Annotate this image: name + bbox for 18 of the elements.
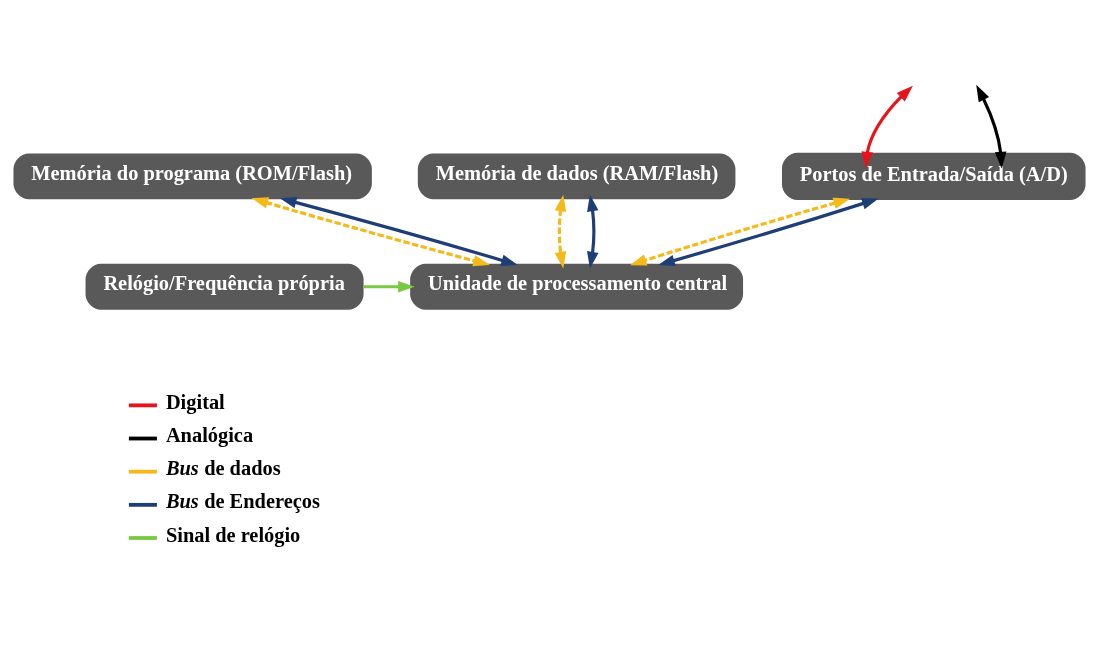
arrow xyxy=(658,197,879,266)
legend-label: Bus de Endereços xyxy=(165,489,320,512)
arrow xyxy=(279,196,518,266)
node-box: Memória de dados (RAM/Flash) xyxy=(417,152,736,199)
arrow xyxy=(629,197,851,266)
legend-label: Analógica xyxy=(165,423,254,446)
arrow xyxy=(861,85,913,168)
legend-label: Sinal de relógio xyxy=(165,523,301,546)
arrow xyxy=(587,194,599,268)
arrow xyxy=(554,194,567,268)
arrow xyxy=(976,84,1007,168)
node-box: Unidade de processamento central xyxy=(410,263,744,310)
arrow xyxy=(251,196,490,266)
legend-label: Digital xyxy=(165,390,225,413)
node-box: Memória do programa (ROM/Flash) xyxy=(13,152,372,199)
arrow xyxy=(363,280,415,293)
legend-label: Bus de dados xyxy=(165,456,281,479)
node-box: Relógio/Frequência própria xyxy=(85,263,364,310)
